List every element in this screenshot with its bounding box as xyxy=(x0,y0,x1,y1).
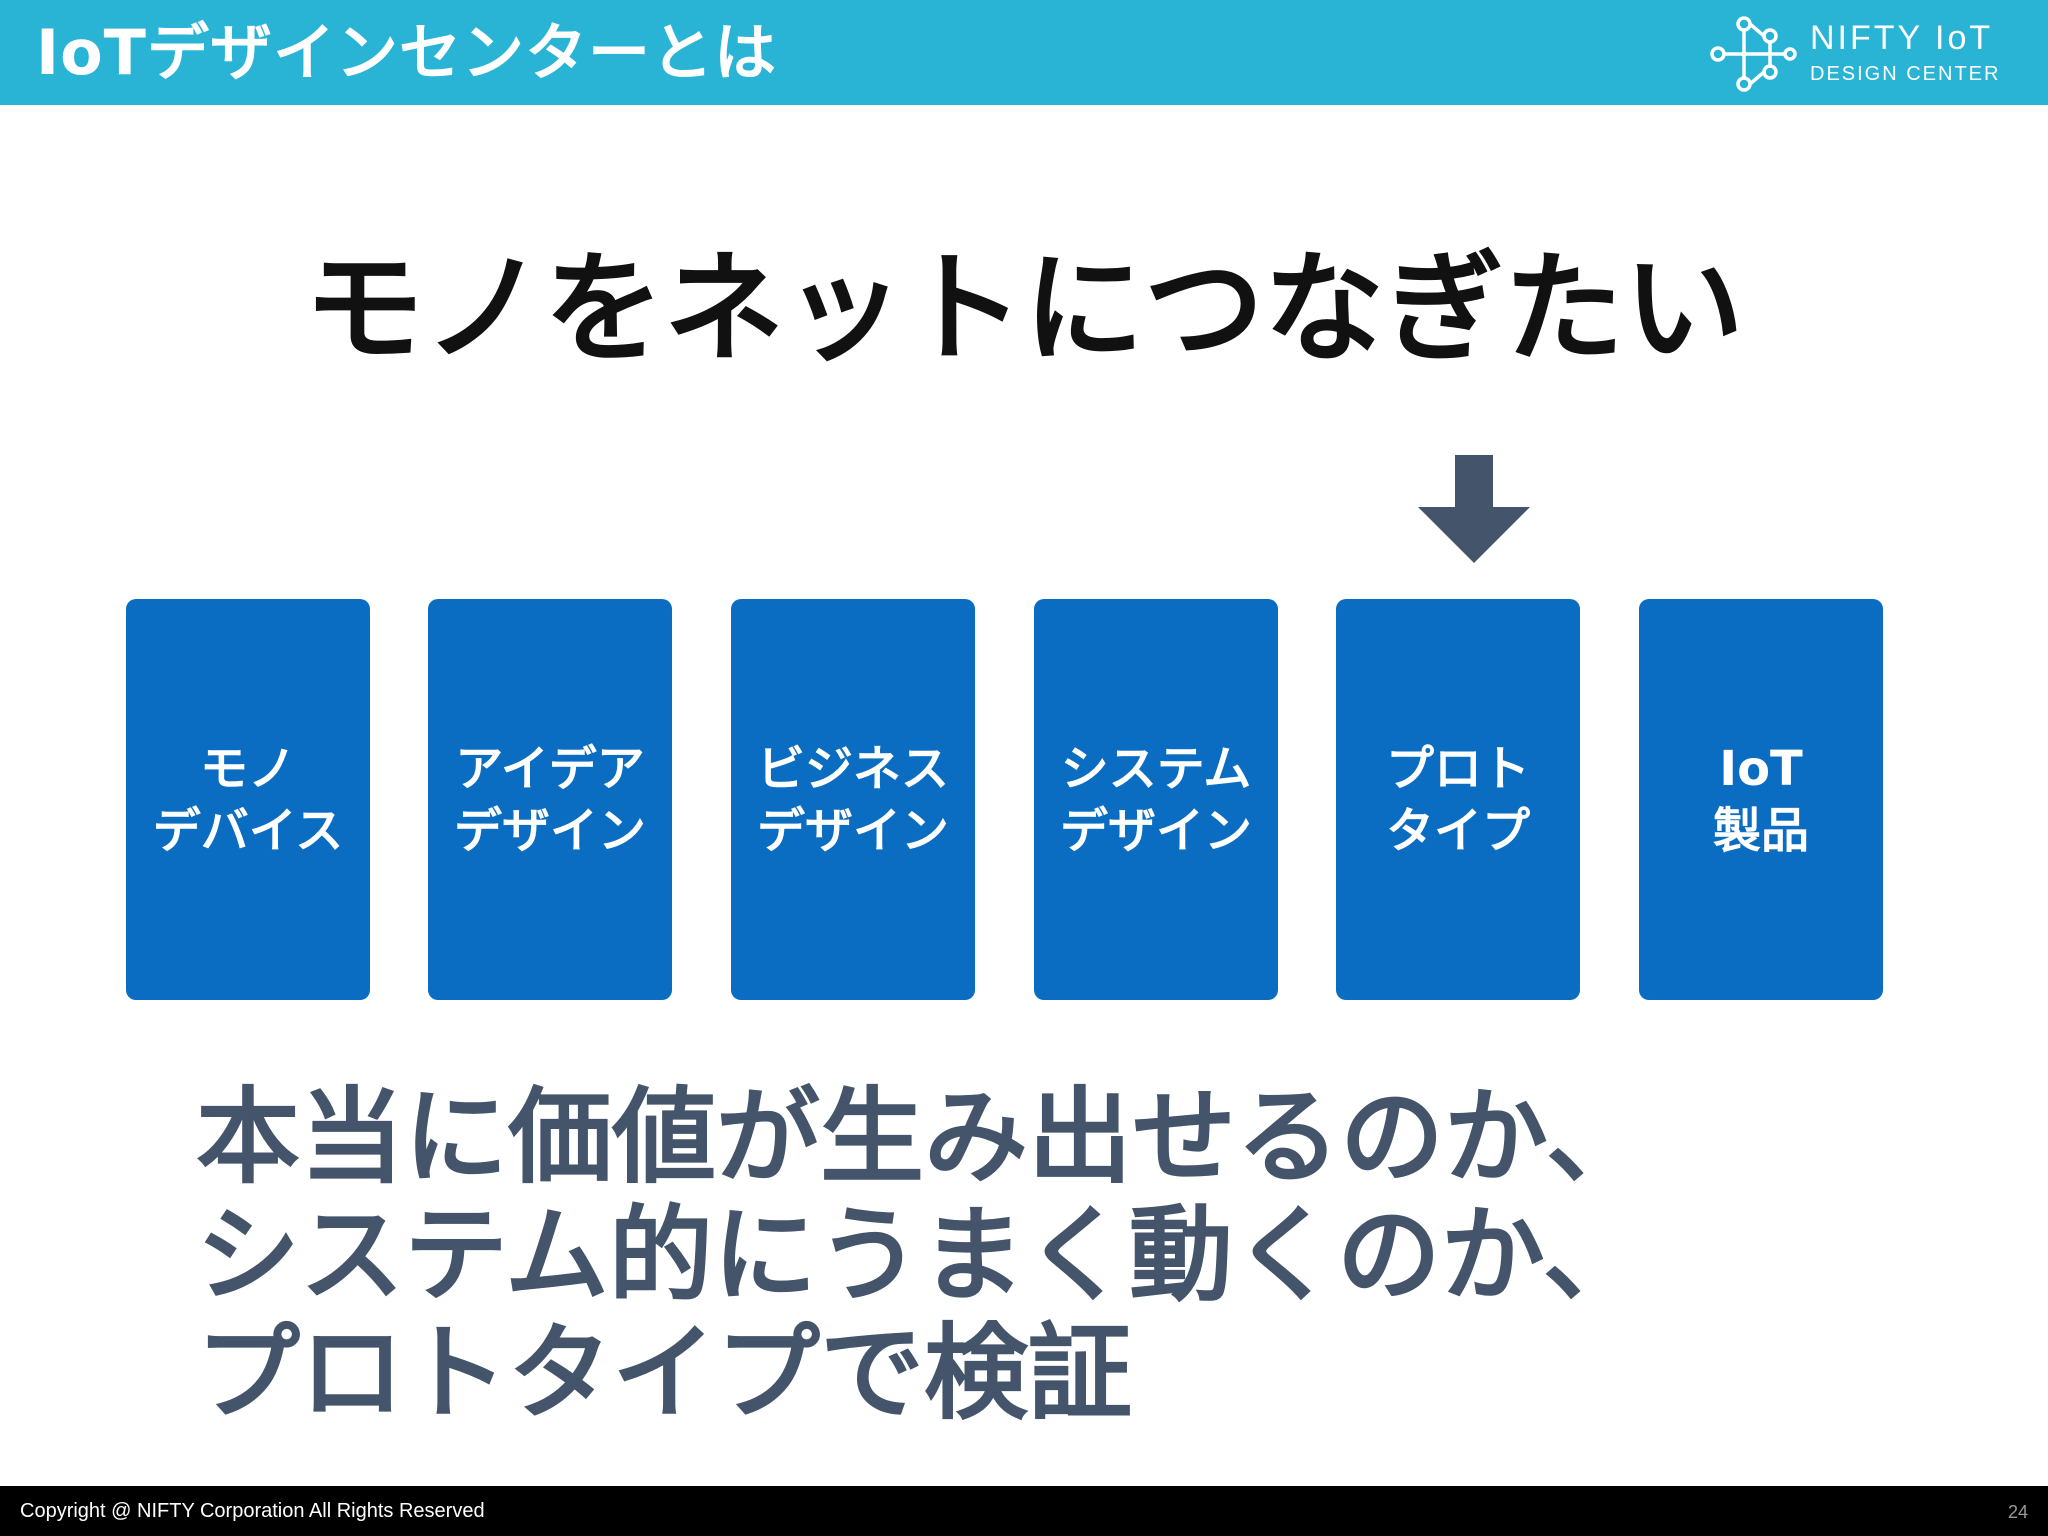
process-label: プロト タイプ xyxy=(1385,740,1530,859)
page-number: 24 xyxy=(2007,1502,2028,1522)
circuit-network-icon xyxy=(1710,16,1797,92)
logo-name: NIFTY IoT xyxy=(1810,19,1994,57)
message-line: システム的にうまく動くのか、 xyxy=(196,1194,1647,1316)
headline: モノをネットにつなぎたい xyxy=(304,240,1744,379)
header-bar: IoTデザインセンターとは NIFTY IoT xyxy=(0,0,2048,105)
process-label: ビジネス デザイン xyxy=(756,740,949,859)
copyright: Copyright @ NIFTY Corporation All Rights… xyxy=(20,1500,485,1522)
process-label: アイデア デザイン xyxy=(453,740,646,859)
process-box-prototype: プロト タイプ xyxy=(1336,599,1580,1000)
message-line: プロトタイプで検証 xyxy=(196,1312,1133,1434)
process-label: システム デザイン xyxy=(1059,740,1252,859)
process-box-mono-device: モノ デバイス xyxy=(126,599,370,1000)
process-label: IoT 製品 xyxy=(1712,740,1809,859)
logo-subtitle: DESIGN CENTER xyxy=(1810,63,2001,85)
footer-bar: Copyright @ NIFTY Corporation All Rights… xyxy=(0,1486,2048,1536)
process-box-business-design: ビジネス デザイン xyxy=(731,599,975,1000)
message-line: 本当に価値が生み出せるのか、 xyxy=(196,1076,1650,1198)
process-box-system-design: システム デザイン xyxy=(1034,599,1278,1000)
key-message: 本当に価値が生み出せるのか、 システム的にうまく動くのか、 プロトタイプで検証 xyxy=(196,1078,1650,1432)
process-label: モノ デバイス xyxy=(152,740,344,859)
process-box-iot-product: IoT 製品 xyxy=(1639,599,1883,1000)
nifty-iot-logo: NIFTY IoT DESIGN CENTER xyxy=(1708,14,2018,94)
down-arrow-icon xyxy=(1418,455,1530,563)
page-title: IoTデザインセンターとは xyxy=(36,16,777,89)
process-box-idea-design: アイデア デザイン xyxy=(428,599,672,1000)
